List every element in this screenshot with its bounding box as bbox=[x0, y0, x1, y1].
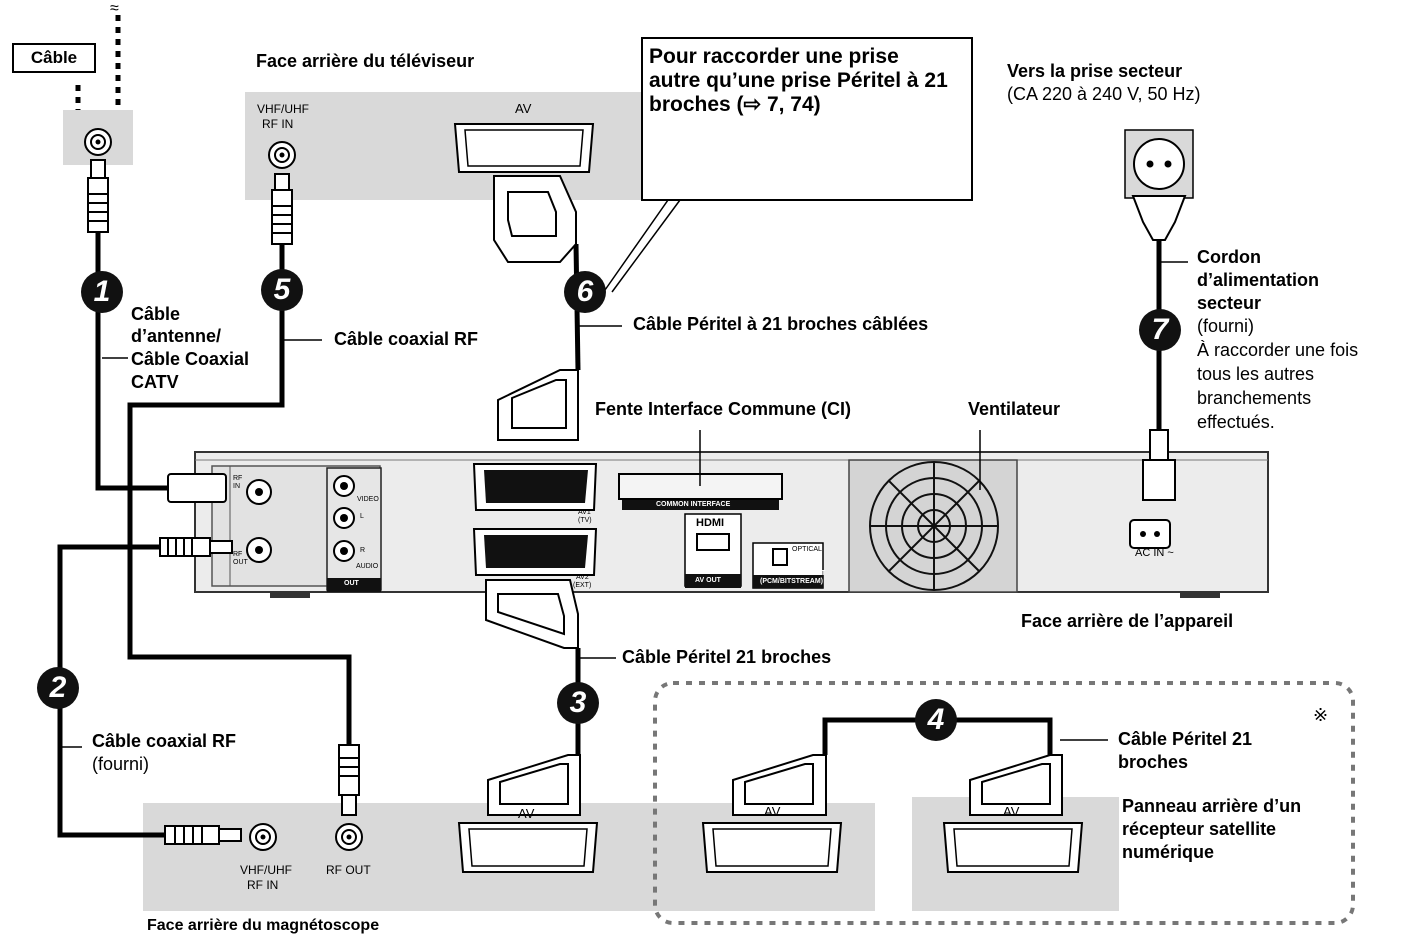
vcr-rfout-label: RF OUT bbox=[326, 863, 371, 877]
sat-label-1: Panneau arrière d’un bbox=[1122, 796, 1302, 816]
vcr-av-label: AV bbox=[518, 806, 535, 821]
coax-plug-tv bbox=[271, 173, 293, 245]
badge-1: 1 bbox=[93, 275, 111, 308]
cord-label-2: d’alimentation bbox=[1197, 270, 1320, 290]
wall-power-socket bbox=[1124, 129, 1194, 199]
cable4-label-1: Câble Péritel 21 bbox=[1118, 729, 1253, 749]
callout-text: Pour raccorder une prise autre qu’une pr… bbox=[649, 45, 948, 117]
vcr-rf-out-jack bbox=[335, 823, 363, 851]
sat-label-3: numérique bbox=[1122, 842, 1215, 862]
panel-digital-label: DIGITAL AUDIO OUT bbox=[757, 570, 826, 577]
badge-3: 3 bbox=[569, 686, 587, 719]
optional-area-border bbox=[653, 681, 1355, 925]
badge-4: 4 bbox=[927, 703, 945, 736]
tv-scart-socket bbox=[453, 123, 595, 173]
tv-rfin-label: RF IN bbox=[262, 117, 294, 131]
coax-plug-unit-in bbox=[167, 473, 227, 503]
badge-2: 2 bbox=[49, 671, 67, 704]
panel-acin-label: AC IN ~ bbox=[1135, 547, 1174, 559]
incoming-cable-dots bbox=[75, 15, 121, 110]
tv-rf-in-jack bbox=[268, 141, 296, 169]
badge-7: 7 bbox=[1151, 313, 1169, 346]
unit-rear-title: Face arrière de l’appareil bbox=[1021, 611, 1234, 631]
panel-avout-label: AV OUT bbox=[695, 577, 721, 584]
vcr-vhf-label: VHF/UHF bbox=[240, 863, 292, 877]
vcr-rfin-label: RF IN bbox=[247, 878, 279, 892]
badge-5: 5 bbox=[273, 273, 291, 306]
scart-plug-vcr bbox=[487, 754, 581, 816]
cable3-label: Câble Péritel 21 broches bbox=[622, 647, 832, 667]
wall-socket-jack bbox=[84, 128, 112, 156]
tilde-mark: ≈ bbox=[110, 0, 119, 17]
vcr-rf-in-jack bbox=[249, 823, 277, 851]
sat-scart-socket bbox=[942, 822, 1084, 873]
cable1-label-4: CATV bbox=[131, 372, 179, 392]
panel-digital-sub: (PCM/BITSTREAM) bbox=[760, 578, 823, 585]
sat-av-label: AV bbox=[1003, 804, 1020, 819]
cable4-label-2: broches bbox=[1118, 752, 1189, 772]
panel-video-label: VIDEO bbox=[357, 496, 379, 503]
coax-plug-vcr-out bbox=[338, 744, 360, 816]
recorder-unit bbox=[194, 451, 1269, 598]
cable5-label: Câble coaxial RF bbox=[334, 329, 479, 349]
panel-rfout-label: RF OUT bbox=[233, 551, 248, 567]
scart-plug-sat bbox=[969, 754, 1063, 816]
vcr-rear-title: Face arrière du magnétoscope bbox=[147, 917, 380, 934]
number-badges bbox=[37, 269, 1181, 741]
sat-label-2: récepteur satellite bbox=[1122, 819, 1277, 839]
ext-av-label: AV bbox=[764, 804, 781, 819]
scart-plug-ext bbox=[732, 754, 827, 816]
panel-out-label: OUT bbox=[344, 580, 359, 587]
cable6-label: Câble Péritel à 21 broches câblées bbox=[633, 314, 929, 334]
tv-vhf-label: VHF/UHF bbox=[257, 102, 309, 116]
cord-label-5: À raccorder une fois bbox=[1197, 340, 1359, 360]
coax-plug-unit-out bbox=[159, 537, 233, 557]
cable1-label-3: Câble Coaxial bbox=[131, 349, 250, 369]
cable2-sub-label: (fourni) bbox=[92, 754, 150, 774]
scart-plug-tv bbox=[493, 175, 577, 263]
mains-title: Vers la prise secteur bbox=[1007, 61, 1183, 81]
av2-scart-socket bbox=[472, 528, 598, 576]
scart-plug-unit-top bbox=[497, 369, 579, 441]
mains-spec: (CA 220 à 240 V, 50 Hz) bbox=[1007, 84, 1201, 104]
tv-av-label: AV bbox=[515, 101, 532, 116]
panel-optical-label: OPTICAL bbox=[792, 546, 822, 553]
badge-6: 6 bbox=[576, 275, 594, 308]
ext-scart-socket bbox=[701, 822, 843, 873]
tv-rear-title: Face arrière du téléviseur bbox=[256, 51, 475, 71]
cable1-label-1: Câble bbox=[131, 304, 181, 324]
coax-plug-vcr-in bbox=[164, 825, 242, 845]
fan-label: Ventilateur bbox=[968, 399, 1061, 419]
ac-in-socket bbox=[1129, 519, 1171, 549]
note-mark: ※ bbox=[1313, 705, 1329, 725]
av1-scart-socket bbox=[472, 463, 598, 511]
cord-label-4: (fourni) bbox=[1197, 316, 1255, 336]
ci-slot-label: Fente Interface Commune (CI) bbox=[595, 399, 852, 419]
coax-plug-wall bbox=[87, 159, 109, 233]
panel-hdmi-label: HDMI bbox=[696, 517, 725, 529]
panel-l-label: L bbox=[360, 513, 364, 520]
cord-label-3: secteur bbox=[1197, 293, 1262, 313]
callout-box bbox=[641, 37, 973, 201]
cable-source-label: Câble bbox=[12, 43, 96, 73]
cord-label-1: Cordon bbox=[1197, 247, 1261, 267]
cord-label-8: effectués. bbox=[1197, 412, 1275, 432]
cord-label-6: tous les autres bbox=[1197, 364, 1315, 384]
panel-r-label: R bbox=[360, 547, 366, 554]
scart-plug-unit-bottom bbox=[485, 579, 579, 649]
panel-av2-sub: (EXT) bbox=[573, 582, 592, 589]
panel-rfin-label: RF IN bbox=[233, 475, 243, 491]
cord-label-7: branchements bbox=[1197, 388, 1312, 408]
panel-common-label: COMMON INTERFACE bbox=[656, 501, 731, 508]
panel-av1-label: AV1 bbox=[578, 509, 591, 516]
panel-av1-sub: (TV) bbox=[578, 517, 592, 524]
panel-av2-label: AV2 bbox=[576, 574, 589, 581]
panel-audio-label: AUDIO bbox=[356, 563, 379, 570]
cable1-label-2: d’antenne/ bbox=[131, 326, 222, 346]
cable2-label: Câble coaxial RF bbox=[92, 731, 237, 751]
vcr-scart-socket bbox=[457, 822, 599, 873]
